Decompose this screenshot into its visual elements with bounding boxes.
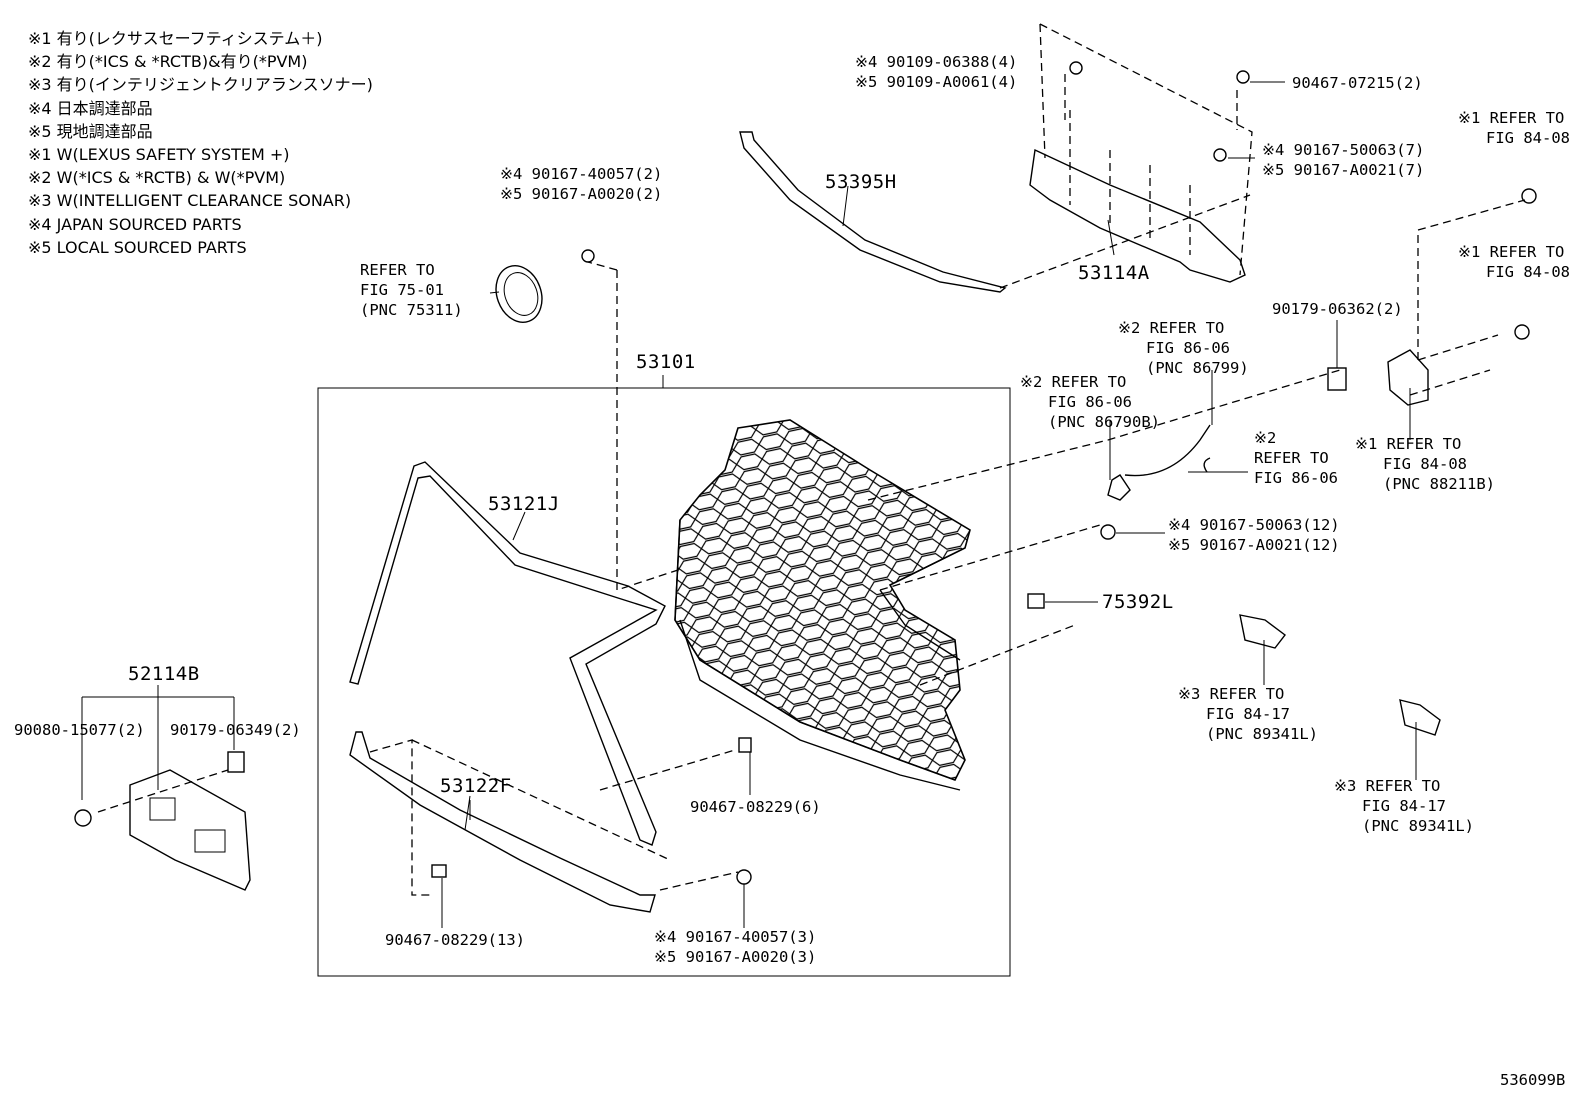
label-53101: 53101 [636, 351, 696, 373]
note-4-en: ※4 JAPAN SOURCED PARTS [28, 214, 242, 234]
label-refer-86-06-c: ※2 REFER TO FIG 86-06 [1254, 429, 1338, 487]
label-refer-84-08-a: ※1 REFER TO FIG 84-08 [1458, 109, 1570, 147]
label-refer-84-08-c: ※1 REFER TO FIG 84-08 (PNC 88211B) [1355, 435, 1495, 493]
label-53122F: 53122F [440, 775, 512, 797]
note-1-en: ※1 W(LEXUS SAFETY SYSTEM +) [28, 145, 290, 165]
fastener-symbols [74, 61, 1537, 885]
grille-molding-53121J [349, 461, 666, 846]
label-refer-86-06-b: ※2 REFER TO FIG 86-06 (PNC 86790B) [1020, 373, 1160, 431]
upper-bracket-53114A [1029, 23, 1253, 283]
label-90467-08229-13: 90467-08229(13) [385, 931, 525, 949]
label-90109-06388: ※4 90109-06388(4) [855, 53, 1018, 71]
label-90080-15077: 90080-15077(2) [14, 721, 145, 739]
emblem-75311 [489, 265, 543, 323]
note-3-jp: ※3 有り(インテリジェントクリアランスソナー) [28, 75, 373, 95]
note-3-en: ※3 W(INTELLIGENT CLEARANCE SONAR) [28, 191, 352, 211]
note-5-en: ※5 LOCAL SOURCED PARTS [28, 237, 247, 257]
upper-molding-53395H [739, 131, 1007, 293]
note-2-en: ※2 W(*ICS & *RCTB) & W(*PVM) [28, 168, 286, 188]
label-90167-50063-7: ※4 90167-50063(7) ※5 90167-A0021(7) [1262, 141, 1425, 179]
note-5-jp: ※5 現地調達部品 [28, 121, 153, 141]
note-1-jp: ※1 有り(レクサスセーフティシステム＋) [28, 29, 323, 48]
dashed-leaders [97, 194, 1526, 896]
note-2-jp: ※2 有り(*ICS & *RCTB)&有り(*PVM) [28, 52, 308, 72]
label-53114A: 53114A [1078, 262, 1150, 284]
label-90167-40057-2: ※4 90167-40057(2) ※5 90167-A0020(2) [500, 165, 663, 203]
label-53121J: 53121J [488, 493, 560, 515]
label-refer-75-01: REFER TO FIG 75-01 (PNC 75311) [360, 261, 463, 319]
label-90167-40057-3: ※4 90167-40057(3) ※5 90167-A0020(3) [654, 928, 817, 966]
label-75392L: 75392L [1102, 591, 1174, 613]
label-refer-86-06-a: ※2 REFER TO FIG 86-06 (PNC 86799) [1118, 319, 1249, 377]
note-4-jp: ※4 日本調達部品 [28, 98, 153, 118]
label-90109-A0061: ※5 90109-A0061(4) [855, 73, 1018, 91]
label-53395H: 53395H [825, 171, 897, 193]
label-90179-06362: 90179-06362(2) [1272, 300, 1403, 318]
lower-molding-53122F [349, 731, 656, 913]
legend-notes: ※1 有り(レクサスセーフティシステム＋) ※2 有り(*ICS & *RCTB… [28, 27, 373, 259]
label-90467-07215: 90467-07215(2) [1292, 74, 1423, 92]
label-90179-06349: 90179-06349(2) [170, 721, 301, 739]
figure-code: 536099B [1500, 1071, 1566, 1089]
assembly-box-53101 [317, 387, 1011, 977]
radiator-grille-53101 [674, 419, 971, 791]
label-90467-08229-6: 90467-08229(6) [690, 798, 821, 816]
label-90167-50063-12: ※4 90167-50063(12) ※5 90167-A0021(12) [1168, 516, 1340, 554]
label-refer-84-17-b: ※3 REFER TO FIG 84-17 (PNC 89341L) [1334, 777, 1474, 835]
label-refer-84-08-b: ※1 REFER TO FIG 84-08 [1458, 243, 1570, 281]
label-refer-84-17-a: ※3 REFER TO FIG 84-17 (PNC 89341L) [1178, 685, 1318, 743]
label-leaders [441, 81, 1417, 928]
license-plate-bracket-52114B [81, 685, 251, 891]
label-52114B: 52114B [128, 663, 200, 685]
